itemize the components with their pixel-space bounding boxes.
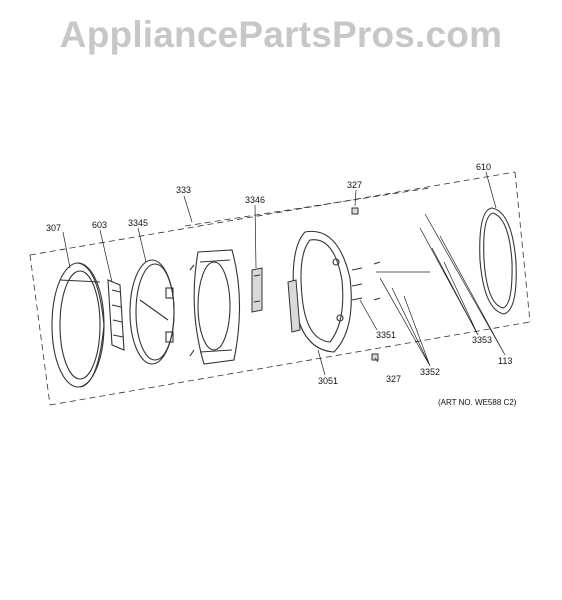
callout-3346: 3346	[245, 195, 265, 205]
door-hinge-603	[107, 279, 125, 351]
callout-333: 333	[176, 185, 191, 195]
callout-327-bottom: 327	[386, 374, 401, 384]
door-inner-frame-333	[189, 249, 241, 365]
screw-327-top	[351, 207, 359, 215]
door-glass-3345	[129, 259, 175, 365]
callout-113: 113	[498, 356, 512, 366]
door-gasket-610	[479, 207, 517, 315]
art-number: (ART NO. WE588 C2)	[438, 398, 517, 407]
callout-603: 603	[92, 220, 107, 230]
callout-307: 307	[46, 223, 61, 233]
callout-3051: 3051	[318, 376, 338, 386]
leader-lines	[62, 171, 506, 376]
callout-610: 610	[476, 162, 491, 172]
callout-3351: 3351	[376, 330, 396, 340]
door-front-ring-307	[51, 262, 105, 388]
door-handle-3346	[251, 267, 263, 313]
screw-327-bottom	[371, 353, 379, 361]
assembly-envelope	[29, 171, 531, 406]
hardware-clips	[351, 261, 381, 301]
door-liner-3051	[287, 230, 352, 353]
callout-3345: 3345	[128, 218, 148, 228]
callout-327-top: 327	[347, 180, 362, 190]
callout-3353: 3353	[472, 335, 492, 345]
site-watermark-title: AppliancePartsPros.com	[59, 14, 503, 55]
callout-3352: 3352	[420, 367, 440, 377]
